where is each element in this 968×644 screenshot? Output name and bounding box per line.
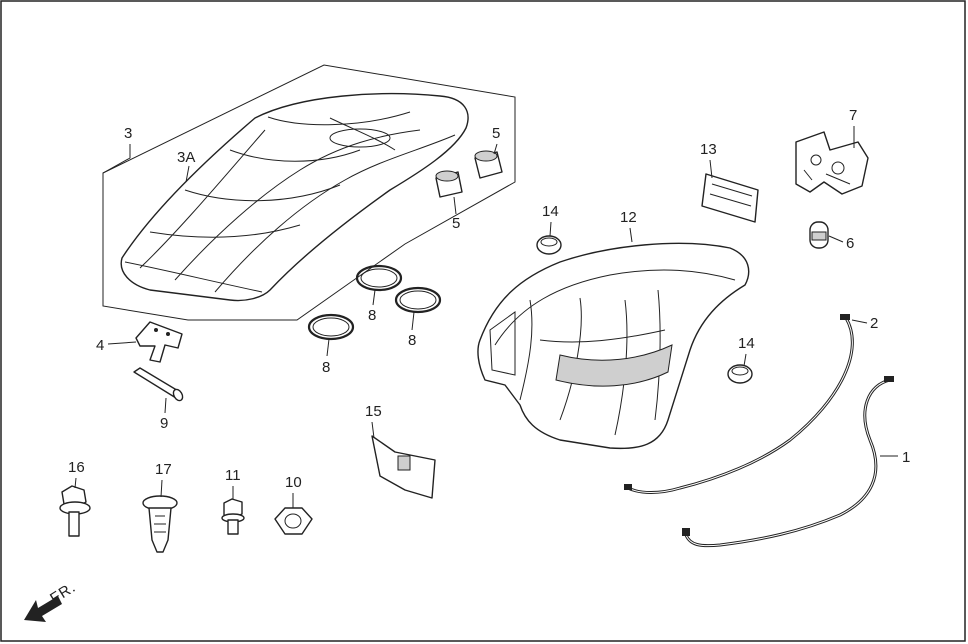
rubber-bumper-lower bbox=[435, 170, 463, 198]
o-ring-3 bbox=[307, 313, 355, 341]
callout-14-upper: 14 bbox=[542, 203, 559, 220]
cable-2 bbox=[624, 314, 854, 494]
callout-3: 3 bbox=[124, 125, 132, 142]
seat-group-outline bbox=[102, 64, 516, 321]
cable-1 bbox=[682, 376, 894, 548]
callout-13: 13 bbox=[700, 141, 717, 158]
callout-8-b: 8 bbox=[408, 332, 416, 349]
callout-17: 17 bbox=[155, 461, 172, 478]
o-ring-2 bbox=[394, 286, 442, 314]
rubber-flap-15 bbox=[371, 435, 436, 499]
callout-3a: 3A bbox=[177, 149, 195, 166]
callout-5-upper: 5 bbox=[492, 125, 500, 142]
callout-4: 4 bbox=[96, 337, 104, 354]
bolt-11 bbox=[221, 498, 245, 535]
cap-14-upper bbox=[536, 235, 562, 255]
callout-11: 11 bbox=[225, 467, 241, 484]
callout-15: 15 bbox=[365, 403, 382, 420]
seat-part bbox=[120, 93, 469, 302]
callout-5-lower: 5 bbox=[452, 215, 460, 232]
callout-8-c: 8 bbox=[322, 359, 330, 376]
push-rivet-17 bbox=[142, 495, 178, 553]
callout-8-a: 8 bbox=[368, 307, 376, 324]
callout-14-lower: 14 bbox=[738, 335, 755, 352]
clip-6 bbox=[809, 221, 829, 249]
cap-14-lower bbox=[727, 364, 753, 384]
o-ring-1 bbox=[355, 264, 403, 292]
hex-nut-10 bbox=[274, 507, 313, 535]
callout-12: 12 bbox=[620, 209, 637, 226]
callout-2: 2 bbox=[870, 315, 878, 332]
rubber-bumper-upper bbox=[474, 150, 503, 179]
callout-16: 16 bbox=[68, 459, 85, 476]
flange-bolt-16 bbox=[59, 485, 91, 537]
cover-plate-13 bbox=[701, 173, 759, 223]
storage-box-12 bbox=[477, 242, 750, 450]
seat-hinge-bracket bbox=[135, 321, 183, 363]
callout-7: 7 bbox=[849, 107, 857, 124]
callout-1: 1 bbox=[902, 449, 910, 466]
seat-latch-7 bbox=[795, 131, 869, 195]
callout-10: 10 bbox=[285, 474, 302, 491]
front-direction-arrow-icon bbox=[24, 596, 62, 622]
hinge-pin bbox=[133, 367, 184, 402]
callout-9: 9 bbox=[160, 415, 168, 432]
callout-6: 6 bbox=[846, 235, 854, 252]
